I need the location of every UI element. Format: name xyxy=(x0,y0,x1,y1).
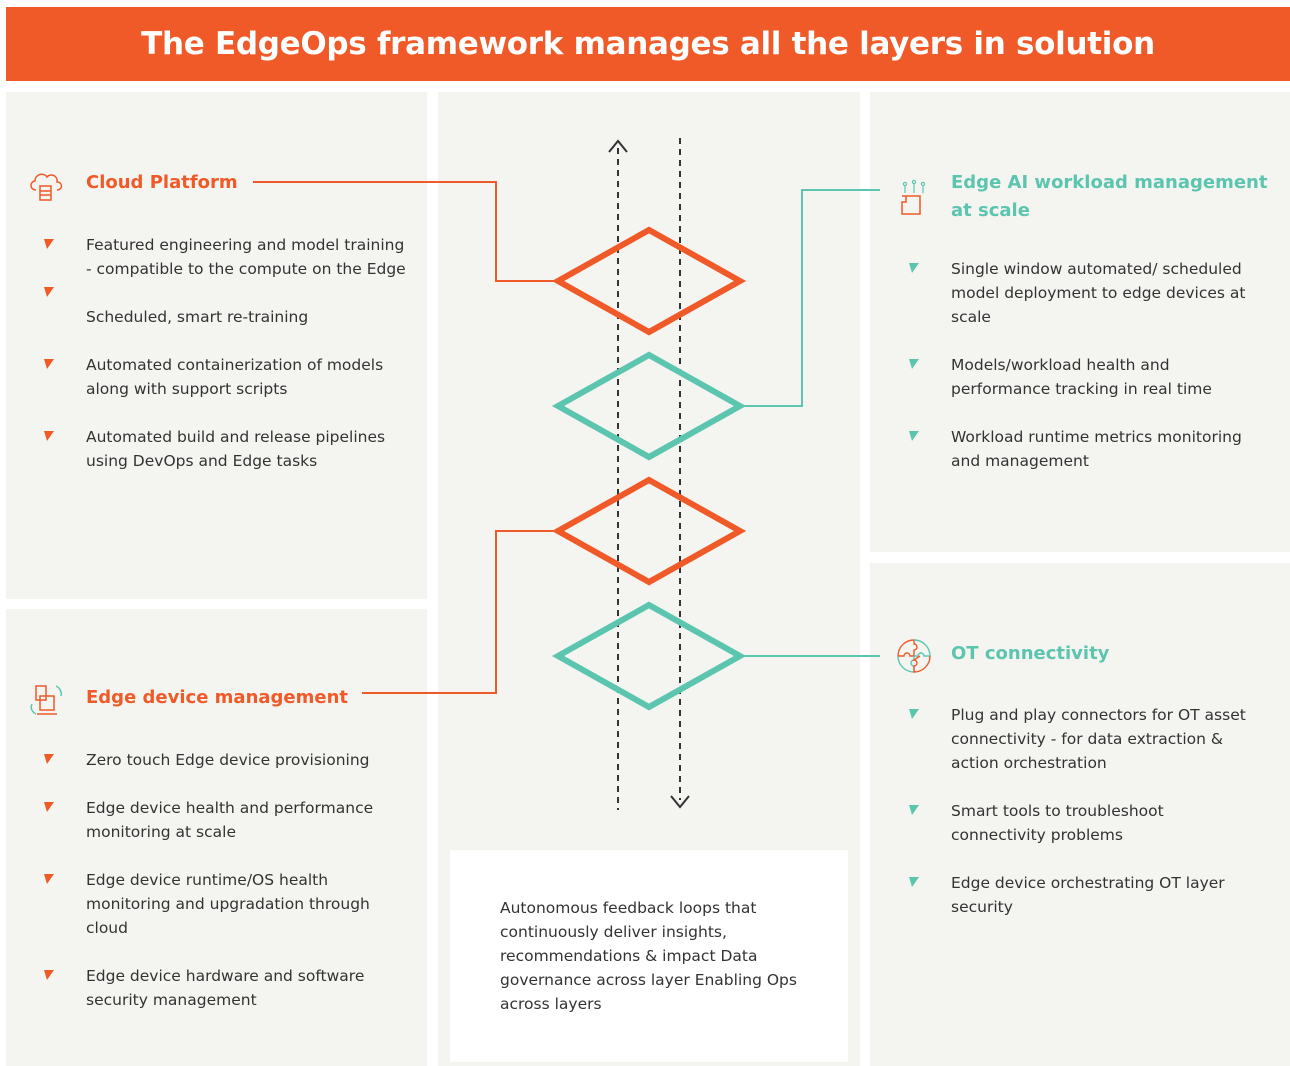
cloud-platform-title: Cloud Platform xyxy=(86,172,238,193)
bullet-icon xyxy=(44,431,54,441)
edge-ai-panel xyxy=(870,92,1290,552)
edge-ai-connector xyxy=(740,189,880,407)
bullet-icon xyxy=(909,877,919,887)
bullet-icon xyxy=(909,359,919,369)
bullet-icon xyxy=(44,970,54,980)
list-item: Edge device orchestrating OT layer secur… xyxy=(909,871,1251,919)
list-item: Zero touch Edge device provisioning xyxy=(44,748,396,772)
list-item: Edge device health and performance monit… xyxy=(44,796,396,844)
cloud-platform-panel xyxy=(6,92,427,599)
device-sync-icon xyxy=(30,685,62,715)
edge-device-management-title: Edge device management xyxy=(86,687,349,708)
bullet-icon xyxy=(44,874,54,884)
bullet-icon xyxy=(44,287,54,297)
list-item: Plug and play connectors for OT asset co… xyxy=(909,703,1251,775)
bullet-icon xyxy=(44,359,54,369)
feedback-text: Autonomous feedback loops that continuou… xyxy=(500,899,797,1013)
diamond-ot xyxy=(551,601,747,711)
cloud-platform-list: Featured engineering and model training … xyxy=(44,233,406,473)
bullet-icon xyxy=(44,754,54,764)
bullet-icon xyxy=(909,431,919,441)
down-arrowhead xyxy=(670,795,690,809)
ai-chip-icon xyxy=(901,179,926,215)
bullet-icon xyxy=(909,805,919,815)
cloud-connector xyxy=(253,181,557,282)
diamond-edge-ai xyxy=(551,351,747,461)
edge-device-management-panel xyxy=(6,609,427,1066)
diamond-cloud xyxy=(551,226,747,336)
diamond-edm xyxy=(551,476,747,586)
list-item: Edge device runtime/OS health monitoring… xyxy=(44,868,396,940)
edm-connector xyxy=(362,530,557,694)
list-item: Smart tools to troubleshoot connectivity… xyxy=(909,799,1251,847)
edge-ai-list: Single window automated/ scheduled model… xyxy=(909,257,1256,473)
puzzle-icon xyxy=(897,639,931,673)
list-item: Edge device hardware and software securi… xyxy=(44,964,396,1012)
bullet-icon xyxy=(44,802,54,812)
list-item: Models/workload health and performance t… xyxy=(909,353,1256,401)
list-item: Workload runtime metrics monitoring and … xyxy=(909,425,1256,473)
up-arrowhead xyxy=(608,139,628,153)
edge-device-management-list: Zero touch Edge device provisioning Edge… xyxy=(44,748,396,1012)
bullet-icon xyxy=(44,239,54,249)
edge-ai-title-line2: at scale xyxy=(951,200,1030,221)
feedback-box: Autonomous feedback loops that continuou… xyxy=(450,850,848,1062)
list-item: Single window automated/ scheduled model… xyxy=(909,257,1256,329)
bullet-icon xyxy=(909,263,919,273)
list-item: Scheduled, smart re-training xyxy=(44,287,406,329)
ot-connectivity-list: Plug and play connectors for OT asset co… xyxy=(909,703,1251,919)
ot-connectivity-panel xyxy=(870,563,1290,1066)
ot-connectivity-title: OT connectivity xyxy=(951,643,1110,664)
list-item: Featured engineering and model training … xyxy=(44,233,406,281)
edge-ai-title: Edge AI workload management at scale xyxy=(951,169,1271,225)
header-banner: The EdgeOps framework manages all the la… xyxy=(6,7,1290,81)
edge-ai-title-line1: Edge AI workload management xyxy=(951,172,1268,193)
list-item: Automated containerization of models alo… xyxy=(44,353,406,401)
page-title: The EdgeOps framework manages all the la… xyxy=(141,26,1155,62)
cloud-server-icon xyxy=(30,173,63,201)
list-item: Automated build and release pipelines us… xyxy=(44,425,406,473)
bullet-icon xyxy=(909,709,919,719)
